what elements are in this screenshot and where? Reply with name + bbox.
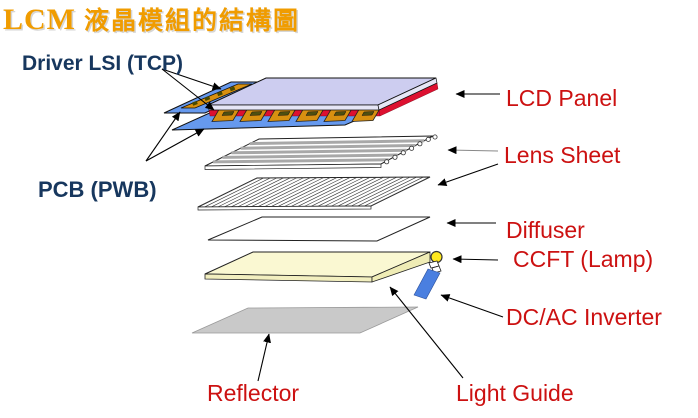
lens1-prism-ends — [384, 134, 438, 165]
pointer-arrows — [145, 68, 504, 382]
driver-chip — [221, 111, 235, 116]
label-diffuser: Diffuser — [506, 217, 585, 243]
label-lcd-panel: LCD Panel — [506, 85, 618, 111]
arrow-driver-lsi-2 — [161, 68, 215, 111]
lcd-glass-panel — [207, 77, 438, 111]
arrow-lens-sheet-2 — [437, 163, 499, 186]
lens1-prism-stripes — [213, 139, 425, 164]
driver-chip — [305, 111, 319, 116]
label-reflector: Reflector — [207, 380, 300, 406]
dcac-inverter-board — [413, 268, 441, 300]
diffuser-sheet — [207, 216, 431, 242]
lens-sheet-2 — [197, 176, 431, 211]
title-chinese: 液晶模組的結構圖 — [84, 6, 301, 35]
driver-chip — [361, 111, 375, 116]
arrow-ccft — [452, 255, 499, 264]
arrow-reflector — [257, 333, 271, 382]
arrow-pcb-2 — [145, 128, 205, 162]
arrow-driver-lsi-1 — [161, 68, 222, 91]
lens2-prism-lines — [197, 176, 431, 208]
label-driver-lsi: Driver LSI (TCP) — [22, 52, 184, 75]
label-dcac-inverter: DC/AC Inverter — [506, 304, 662, 330]
reflector-sheet — [191, 306, 419, 334]
label-pcb: PCB (PWB) — [38, 177, 157, 202]
gate-tcp-chips — [191, 86, 236, 106]
label-ccft: CCFT (Lamp) — [513, 246, 654, 272]
driver-chip — [249, 111, 263, 116]
label-light-guide: Light Guide — [456, 380, 574, 406]
title-lcm: LCM — [3, 3, 76, 36]
driver-chip — [277, 111, 291, 116]
slide-title: LCM 液晶模組的結構圖 — [3, 1, 300, 37]
arrow-pcb-1 — [145, 111, 181, 162]
lens-sheet-1 — [204, 134, 438, 170]
label-lens-sheet: Lens Sheet — [504, 142, 621, 168]
light-guide-wedge — [204, 251, 431, 283]
driver-chip — [333, 111, 347, 116]
arrow-dcac-inverter — [440, 294, 504, 318]
arrow-light-guide — [389, 286, 464, 379]
arrow-lens-sheet-1 — [447, 146, 499, 155]
